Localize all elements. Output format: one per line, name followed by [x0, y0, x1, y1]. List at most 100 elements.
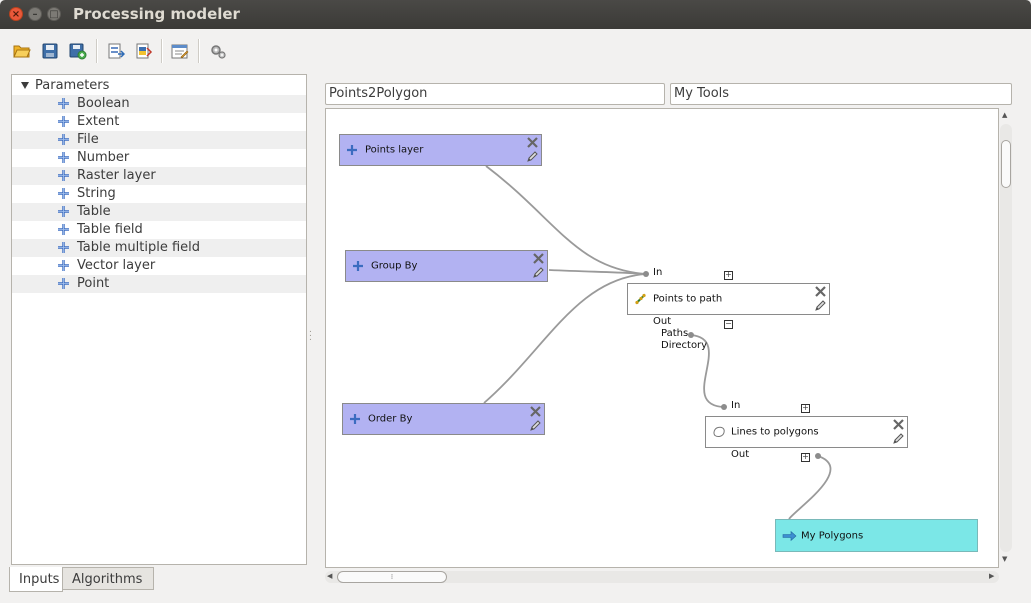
- node-lines-to-polygons[interactable]: Lines to polygons: [705, 416, 908, 448]
- run-model-button[interactable]: [208, 41, 228, 61]
- tree-item[interactable]: Number: [12, 149, 306, 167]
- tree-item[interactable]: Table multiple field: [12, 239, 306, 257]
- plus-icon: [58, 260, 69, 271]
- delete-icon[interactable]: [815, 286, 826, 297]
- collapse-outputs-button[interactable]: −: [724, 319, 733, 329]
- tree-item-label: Vector layer: [77, 258, 156, 273]
- port-dot: [643, 271, 649, 277]
- model-canvas[interactable]: Points layer Group By Order By In + Poin…: [325, 108, 999, 568]
- save-icon: [42, 43, 58, 59]
- tree-item[interactable]: Extent: [12, 113, 306, 131]
- scroll-thumb[interactable]: ⁞: [337, 571, 447, 583]
- tree-item[interactable]: Boolean: [12, 95, 306, 113]
- scroll-up-icon[interactable]: ▲: [1002, 111, 1008, 119]
- tree-item[interactable]: Table field: [12, 221, 306, 239]
- plus-icon: [58, 152, 69, 163]
- window-close-button[interactable]: ×: [9, 7, 23, 21]
- tree-item[interactable]: Raster layer: [12, 167, 306, 185]
- tree-item-label: Extent: [77, 114, 120, 129]
- tree-item-label: Point: [77, 276, 110, 291]
- toolbar-separator: [161, 39, 163, 63]
- tab-algorithms[interactable]: Algorithms: [62, 567, 154, 590]
- node-my-polygons[interactable]: My Polygons: [775, 519, 978, 552]
- plus-icon: [350, 414, 360, 424]
- delete-icon[interactable]: [893, 419, 904, 430]
- arrow-right-icon: [782, 530, 797, 541]
- scroll-track[interactable]: [1000, 124, 1012, 552]
- tree-item[interactable]: String: [12, 185, 306, 203]
- save-model-button[interactable]: [40, 41, 60, 61]
- tree-root-label: Parameters: [35, 78, 110, 93]
- edit-help-button[interactable]: [170, 41, 190, 61]
- plus-icon: [58, 188, 69, 199]
- open-folder-icon: [13, 45, 31, 58]
- tree-item[interactable]: Vector layer: [12, 257, 306, 275]
- model-name-input[interactable]: Points2Polygon: [325, 83, 665, 105]
- node-order-by[interactable]: Order By: [342, 403, 545, 435]
- plus-icon: [58, 98, 69, 109]
- port-in-label: In: [731, 400, 741, 411]
- tab-inputs[interactable]: Inputs: [9, 567, 63, 592]
- lines-to-polygons-icon: [713, 426, 725, 437]
- connector-out-to-output: [788, 455, 832, 520]
- expand-arrow-icon[interactable]: [21, 82, 29, 89]
- tree-root-parameters[interactable]: Parameters: [12, 77, 306, 95]
- export-python-button[interactable]: [134, 41, 154, 61]
- window-minimize-button[interactable]: –: [28, 7, 42, 21]
- port-in-label: In: [653, 267, 663, 278]
- tree-item-label: Number: [77, 150, 130, 165]
- node-label: Order By: [368, 413, 413, 425]
- tree-item[interactable]: File: [12, 131, 306, 149]
- plus-icon: [58, 134, 69, 145]
- pencil-icon[interactable]: [814, 300, 826, 312]
- pencil-icon[interactable]: [892, 433, 904, 445]
- scroll-down-icon[interactable]: ▼: [1002, 555, 1008, 563]
- scroll-track[interactable]: [325, 571, 999, 583]
- edit-help-icon: [171, 44, 189, 58]
- connector-order-by: [483, 273, 647, 404]
- plus-icon: [347, 145, 357, 155]
- scroll-right-icon[interactable]: ▶: [989, 572, 995, 580]
- window-titlebar: × – □ Processing modeler: [0, 0, 1031, 29]
- node-points-layer[interactable]: Points layer: [339, 134, 542, 166]
- splitter-handle[interactable]: ...: [309, 325, 312, 343]
- pencil-icon[interactable]: [532, 267, 544, 279]
- node-label: My Polygons: [801, 530, 864, 541]
- tree-item[interactable]: Table: [12, 203, 306, 221]
- scroll-thumb[interactable]: [1001, 140, 1011, 188]
- save-model-as-button[interactable]: [68, 41, 88, 61]
- node-group-by[interactable]: Group By: [345, 250, 548, 282]
- scroll-left-icon[interactable]: ◀: [327, 572, 333, 580]
- tree-item-label: Boolean: [77, 96, 130, 111]
- connector-points-layer: [485, 165, 647, 275]
- plus-icon: [58, 224, 69, 235]
- delete-icon[interactable]: [530, 406, 541, 417]
- port-paths-label: Paths: [661, 328, 689, 339]
- model-group-input[interactable]: My Tools: [670, 83, 1012, 105]
- pencil-icon[interactable]: [529, 420, 541, 432]
- expand-inputs-button[interactable]: +: [724, 270, 733, 280]
- node-label: Lines to polygons: [731, 426, 819, 438]
- window-maximize-button[interactable]: □: [47, 7, 61, 21]
- port-out-label: Out: [653, 316, 672, 327]
- canvas-vertical-scrollbar[interactable]: ▲ ▼: [999, 108, 1014, 568]
- expand-inputs-button[interactable]: +: [801, 403, 810, 413]
- tree-item[interactable]: Point: [12, 275, 306, 293]
- port-out-label: Out: [731, 449, 750, 460]
- delete-icon[interactable]: [527, 137, 538, 148]
- points-to-path-icon: [635, 293, 646, 305]
- open-model-button[interactable]: [12, 41, 32, 61]
- export-image-button[interactable]: [106, 41, 126, 61]
- toolbar: [0, 29, 1031, 73]
- delete-icon[interactable]: [533, 253, 544, 264]
- window-title: Processing modeler: [73, 5, 240, 23]
- plus-icon: [58, 206, 69, 217]
- port-dot: [688, 332, 694, 338]
- tree-item-label: Table multiple field: [77, 240, 201, 255]
- canvas-horizontal-scrollbar[interactable]: ◀ ⁞ ▶: [325, 570, 999, 585]
- pencil-icon[interactable]: [526, 151, 538, 163]
- node-points-to-path[interactable]: Points to path: [627, 283, 830, 315]
- port-dot: [815, 453, 821, 459]
- expand-outputs-button[interactable]: +: [801, 452, 810, 462]
